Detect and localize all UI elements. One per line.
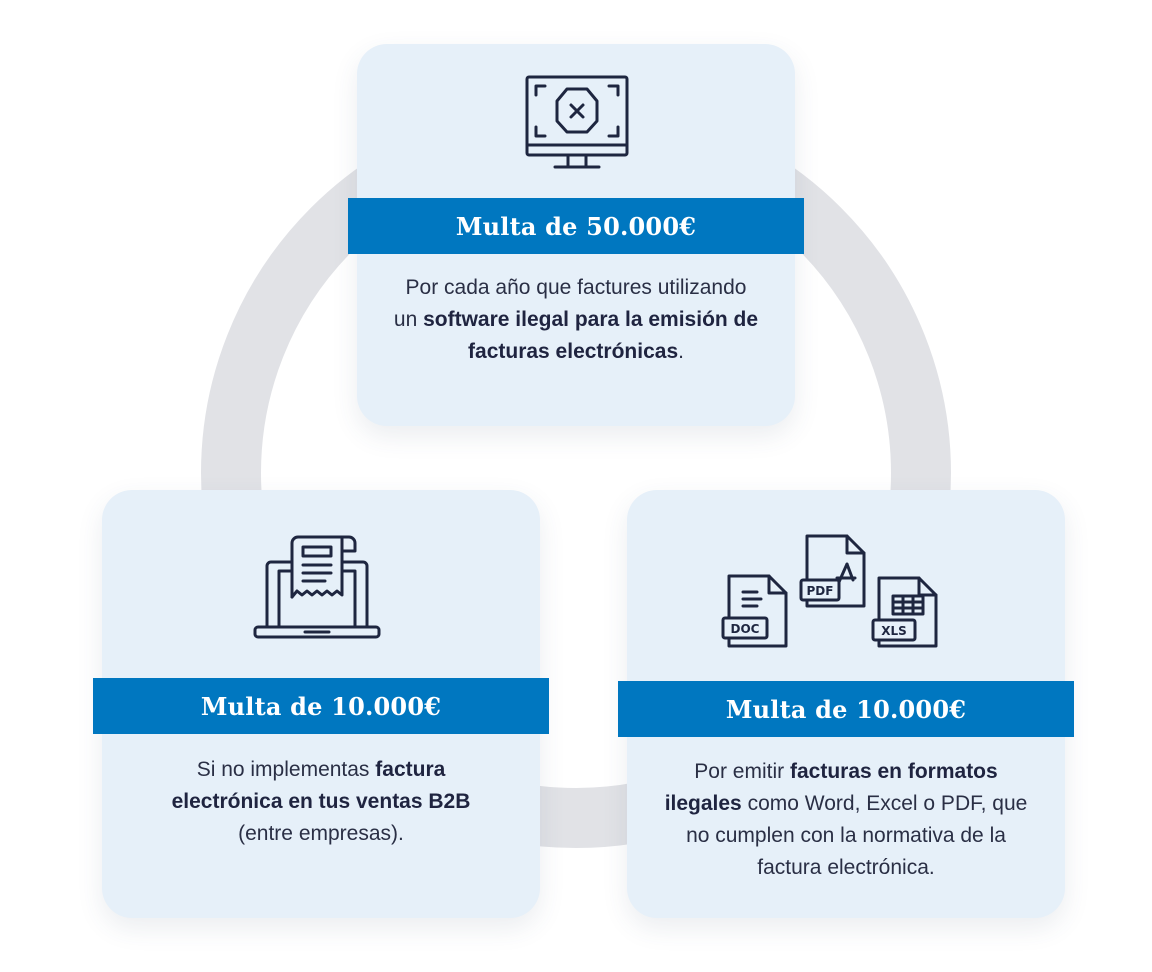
doc-label: DOC <box>731 622 760 636</box>
card-b2b-fine-title: Multa de 10.000€ <box>93 678 549 734</box>
card-b2b-fine-description: Si no implementas factura electrónica en… <box>171 758 471 845</box>
xls-label: XLS <box>881 624 907 638</box>
pdf-label: PDF <box>807 584 834 598</box>
file-formats-icon: PDF DOC <box>721 534 943 656</box>
xls-file-icon: XLS <box>871 576 938 648</box>
card-formats-fine-title: Multa de 10.000€ <box>618 681 1074 737</box>
card-formats-fine-description: Por emitir facturas en formatos ilegales… <box>664 760 1028 879</box>
card-software-fine-title: Multa de 50.000€ <box>348 198 804 254</box>
doc-file-icon: DOC <box>721 574 788 648</box>
pdf-file-icon: PDF <box>799 534 866 608</box>
monitor-blocked-icon <box>525 74 629 174</box>
card-software-fine-description: Por cada año que factures utilizando un … <box>393 276 759 363</box>
laptop-receipt-icon <box>253 535 381 645</box>
